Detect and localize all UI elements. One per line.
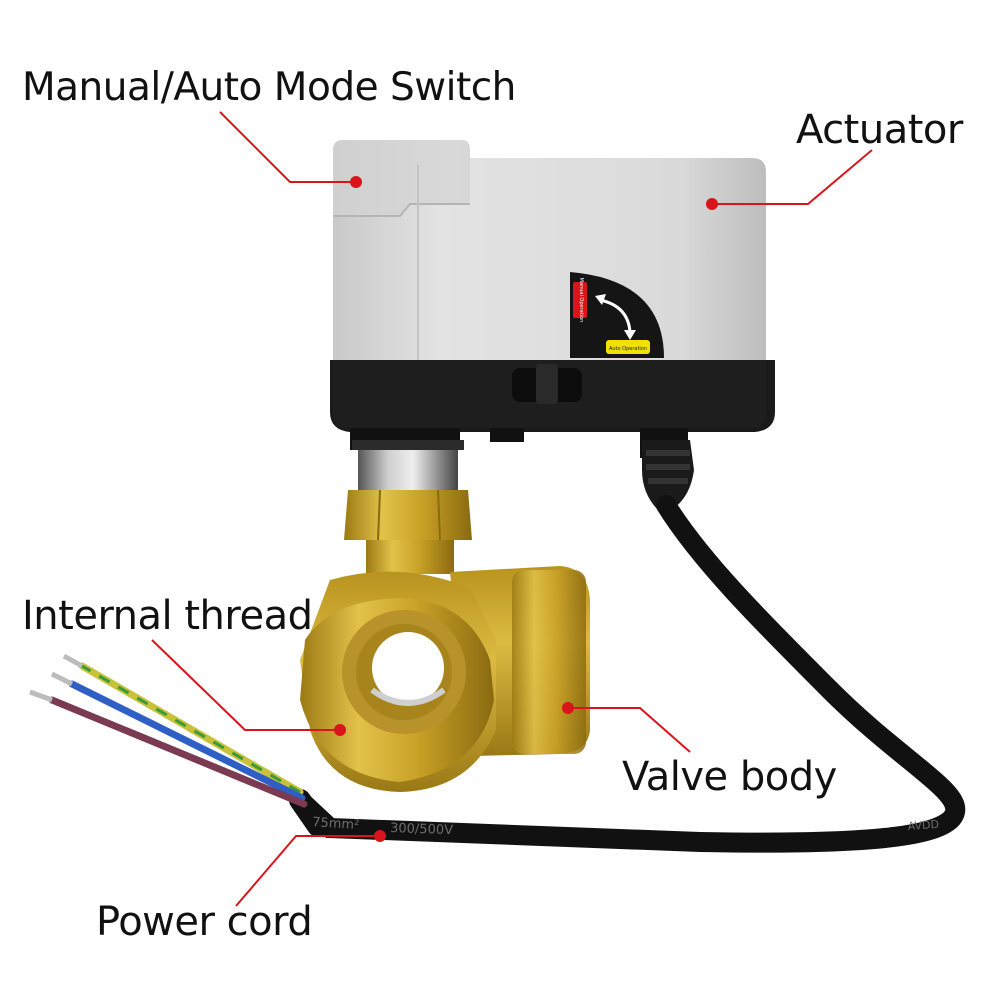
dot-internal-thread xyxy=(334,724,346,736)
actuator: Manual Operation Auto Operation xyxy=(330,140,775,458)
dot-power-cord xyxy=(374,830,386,842)
dot-manual-auto xyxy=(350,176,362,188)
label-actuator: Actuator xyxy=(796,107,963,153)
wire-blue xyxy=(68,680,306,802)
manual-operation-tag xyxy=(573,282,587,318)
auto-operation-text: Auto Operation xyxy=(609,346,647,352)
cable-print-brand: AVDD xyxy=(907,818,939,833)
label-power-cord: Power cord xyxy=(96,899,313,945)
manual-operation-text: Manual Operation xyxy=(578,278,584,323)
label-internal-thread: Internal thread xyxy=(22,593,313,639)
wire-leads xyxy=(29,653,308,808)
label-manual-auto-mode-switch: Manual/Auto Mode Switch xyxy=(22,65,516,110)
mode-indicator-sticker xyxy=(570,272,664,358)
power-cord-cable xyxy=(290,495,966,853)
cable-print-size: 75mm² xyxy=(312,815,360,833)
leader-power-cord xyxy=(235,835,380,907)
valve-body xyxy=(300,489,590,792)
wire-brown xyxy=(48,696,308,808)
dot-actuator xyxy=(706,198,718,210)
cable-print-voltage: 300/500V xyxy=(390,821,453,838)
leader-manual-auto xyxy=(219,111,356,183)
cable-gland xyxy=(642,440,694,512)
valve-stem xyxy=(352,440,464,490)
leader-internal-thread xyxy=(151,639,340,731)
label-valve-body: Valve body xyxy=(622,754,837,800)
callout-lines xyxy=(151,111,873,907)
callout-dots xyxy=(334,176,718,842)
leader-valve-body xyxy=(568,707,691,753)
dot-valve-body xyxy=(562,702,574,714)
auto-operation-tag xyxy=(606,340,650,354)
leader-actuator xyxy=(712,149,873,205)
